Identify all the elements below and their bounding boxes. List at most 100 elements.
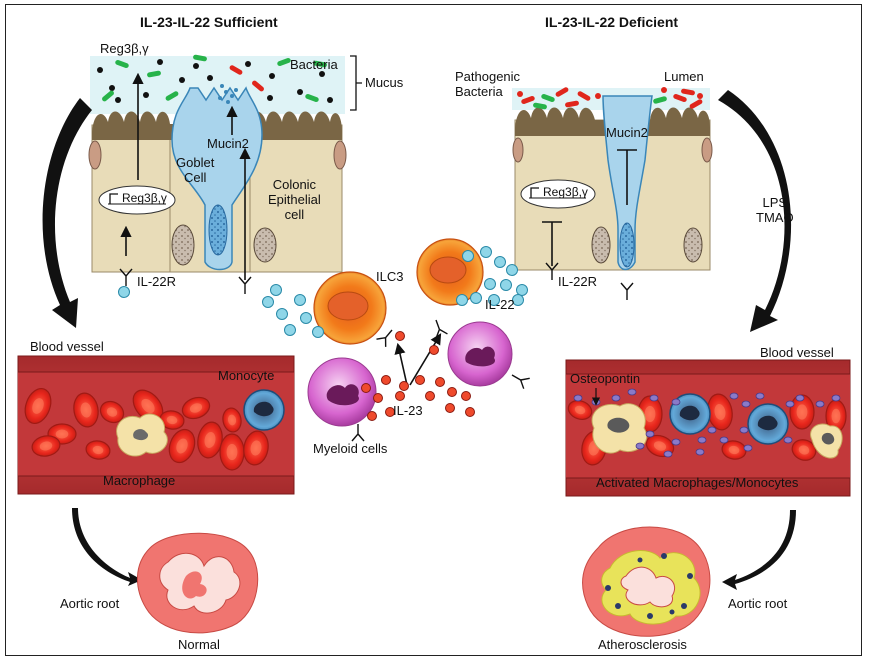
red-blood-cell-center (798, 445, 810, 455)
il23-molecule (381, 375, 391, 385)
receptor (238, 276, 252, 294)
mucin2-granules (218, 84, 238, 104)
left-aortic-root-label: Aortic root (60, 596, 120, 611)
figure-frame (5, 4, 862, 656)
bacteria-dot (319, 71, 325, 77)
il22-molecule (480, 246, 492, 258)
left-macrophage (116, 413, 168, 457)
activated-cells-label: Activated Macrophages/Monocytes (596, 475, 799, 490)
osteopontin-molecule (741, 400, 751, 408)
osteopontin-molecule (785, 400, 795, 408)
osteopontin-molecule (627, 388, 637, 396)
right-intestine (512, 88, 713, 271)
left-epithelial-nucleus-2 (253, 227, 277, 263)
red-blood-cell-center (39, 441, 53, 451)
mucus-label: Mucus (365, 75, 404, 90)
bacteria-dot (97, 67, 103, 73)
red-blood-cell-center (653, 441, 667, 451)
right-big-arrow (718, 90, 792, 332)
left-monocyte (243, 389, 285, 431)
goblet-cell-label: Goblet Cell (176, 155, 215, 185)
il22-molecule (262, 296, 274, 308)
arrow-il23-ilc3-left (394, 342, 408, 386)
il23-molecule (461, 391, 471, 401)
osteopontin-molecule (671, 438, 681, 446)
left-reg3-gene-label: Reg3β,γ (122, 191, 167, 205)
bacterium (165, 91, 179, 101)
osteopontin-molecule (831, 394, 841, 402)
red-blood-cell-center (32, 398, 44, 414)
right-epithelial-nucleus-2 (683, 227, 703, 263)
ilc3-label: ILC3 (376, 269, 404, 284)
signal-arrows (120, 72, 637, 386)
right-mucin2-label: Mucin2 (606, 125, 648, 140)
right-reg3-gene-box (520, 179, 596, 209)
il23-molecule (435, 377, 445, 387)
il22-molecule (312, 326, 324, 338)
pathogenic-bacterium (565, 100, 579, 108)
red-blood-cell-center (226, 443, 238, 461)
red-blood-cell-center (227, 414, 237, 426)
atherosclerotic-aortic-root (582, 526, 711, 637)
left-cell-nucleus-edge-right (333, 140, 347, 170)
osteopontin-molecule (573, 394, 583, 402)
il23-molecule (367, 411, 377, 421)
il23-molecule (425, 391, 435, 401)
il23-molecule (447, 387, 457, 397)
pathogenic-bacterium (577, 91, 591, 101)
right-cell-nucleus-edge (512, 137, 524, 163)
receptor (351, 424, 365, 442)
receptor (620, 282, 634, 300)
pathogenic-bacterium (653, 96, 667, 104)
myeloid-cells-label: Myeloid cells (313, 441, 388, 456)
bacterium (277, 57, 291, 67)
bacteria-dot (595, 93, 601, 99)
bacterium (115, 59, 129, 69)
left-blood-vessel-label: Blood vessel (30, 339, 104, 354)
osteopontin-molecule (755, 392, 765, 400)
il22-label: IL-22 (485, 297, 515, 312)
receptor (435, 319, 448, 339)
left-panel-title: IL-23-IL-22 Sufficient (140, 14, 278, 30)
red-blood-cell-center (166, 415, 178, 425)
il23-molecule (415, 375, 425, 385)
colonic-epithelial-cell-label: Colonic Epithelial cell (268, 177, 321, 222)
bacteria-dot (517, 91, 523, 97)
receptor (545, 262, 559, 280)
osteopontin-molecule (663, 450, 673, 458)
il22-molecule (118, 286, 130, 298)
il23-molecule (385, 407, 395, 417)
osteopontin-molecule (783, 436, 793, 444)
pathogenic-bacterium (555, 87, 569, 97)
left-bacteria (97, 54, 333, 103)
bacteria-dot (297, 89, 303, 95)
osteopontin-molecule (729, 392, 739, 400)
receptor (119, 268, 133, 286)
il23-dots (361, 331, 475, 421)
bacteria-dot (143, 92, 149, 98)
left-reg3-gene-box (98, 185, 176, 215)
left-small-arrow (72, 508, 142, 586)
bacteria-dot (193, 63, 199, 69)
il22-molecule (456, 294, 468, 306)
il23-molecule (429, 345, 439, 355)
bacteria-dot (697, 93, 703, 99)
red-blood-cell-center (204, 431, 216, 449)
bacterium (193, 54, 207, 62)
receptor (376, 329, 393, 347)
il22-molecule (462, 250, 474, 262)
right-blood-vessel-label: Blood vessel (760, 345, 834, 360)
bacteria-dot (269, 73, 275, 79)
arrow-il23-ilc3-right (409, 333, 442, 386)
bacteria-label: Bacteria (290, 57, 338, 72)
bacterium (252, 80, 264, 92)
bacteria-dot (327, 97, 333, 103)
il23-label: IL-23 (393, 403, 423, 418)
red-blood-cell-center (176, 438, 188, 454)
bacteria-dot (267, 95, 273, 101)
il23-molecule (445, 403, 455, 413)
left-mucin2-label: Mucin2 (207, 136, 249, 151)
bacteria-dot (207, 75, 213, 81)
il22-molecule (506, 264, 518, 276)
left-epithelial-nucleus (171, 224, 195, 266)
